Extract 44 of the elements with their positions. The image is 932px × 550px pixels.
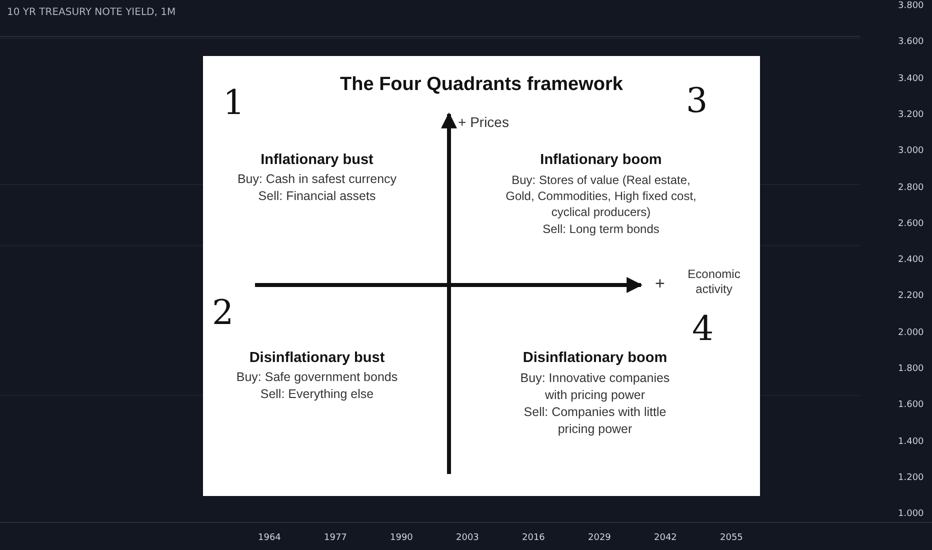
quadrant-text: Buy: Innovative companies with pricing power xyxy=(519,370,671,404)
quadrant-text: Sell: Companies with little pricing power xyxy=(522,404,668,438)
quadrant-text: Sell: Financial assets xyxy=(257,189,377,203)
axis-label: + xyxy=(655,274,665,294)
quadrant-text: Buy: Cash in safest currency xyxy=(236,172,398,186)
axis-tick-label: 1.800 xyxy=(898,364,924,374)
axis-tick-label: 3.000 xyxy=(898,146,924,156)
axis-tick-label: 3.800 xyxy=(898,1,924,11)
axis-tick-label: 1.000 xyxy=(898,509,924,519)
axis-tick-label: 1990 xyxy=(390,533,413,543)
axis-tick-label: 1977 xyxy=(324,533,347,543)
axis-tick-label: 2.400 xyxy=(898,255,924,265)
handwritten-number: 2 xyxy=(212,296,234,330)
axis-tick-label: 1964 xyxy=(258,533,281,543)
axis-tick-label: 1.400 xyxy=(898,437,924,447)
quadrant-heading: Inflationary bust xyxy=(260,152,374,168)
axis-tick-label: 2055 xyxy=(720,533,743,543)
quadrant-heading: Inflationary boom xyxy=(539,152,663,168)
axis-tick-label: 1.200 xyxy=(898,473,924,483)
axis-tick-label: 2029 xyxy=(588,533,611,543)
quadrant-text: Buy: Stores of value (Real estate, Gold, Commodities, High fixed cost, cyclical producers) xyxy=(504,172,698,220)
axis-tick-label: 3.600 xyxy=(898,37,924,47)
quadrant-text: Sell: Long term bonds xyxy=(542,222,660,236)
chart-header: 10 YR TREASURY NOTE YIELD, 1M xyxy=(7,7,176,18)
handwritten-number: 4 xyxy=(692,312,714,346)
axis-tick-label: 2.000 xyxy=(898,328,924,338)
quadrant-text: Buy: Safe government bonds xyxy=(235,370,399,384)
axis-tick-label: 2016 xyxy=(522,533,545,543)
handwritten-number: 1 xyxy=(223,86,245,120)
quadrant-text: Sell: Everything else xyxy=(259,387,375,401)
quadrant-heading: Disinflationary bust xyxy=(248,350,386,366)
axis-label: Economic activity xyxy=(686,267,742,297)
axis-tick-label: 2.200 xyxy=(898,291,924,301)
framework-title: The Four Quadrants framework xyxy=(339,74,624,96)
handwritten-number: 3 xyxy=(686,84,708,118)
axis-tick-label: 2.600 xyxy=(898,219,924,229)
quadrant-heading: Disinflationary boom xyxy=(522,350,668,366)
axis-tick-label: 1.600 xyxy=(898,400,924,410)
axis-label: + Prices xyxy=(458,114,509,130)
axis-tick-label: 2042 xyxy=(654,533,677,543)
axis-tick-label: 2.800 xyxy=(898,183,924,193)
axis-tick-label: 2003 xyxy=(456,533,479,543)
axis-tick-label: 3.200 xyxy=(898,110,924,120)
axis-tick-label: 3.400 xyxy=(898,74,924,84)
